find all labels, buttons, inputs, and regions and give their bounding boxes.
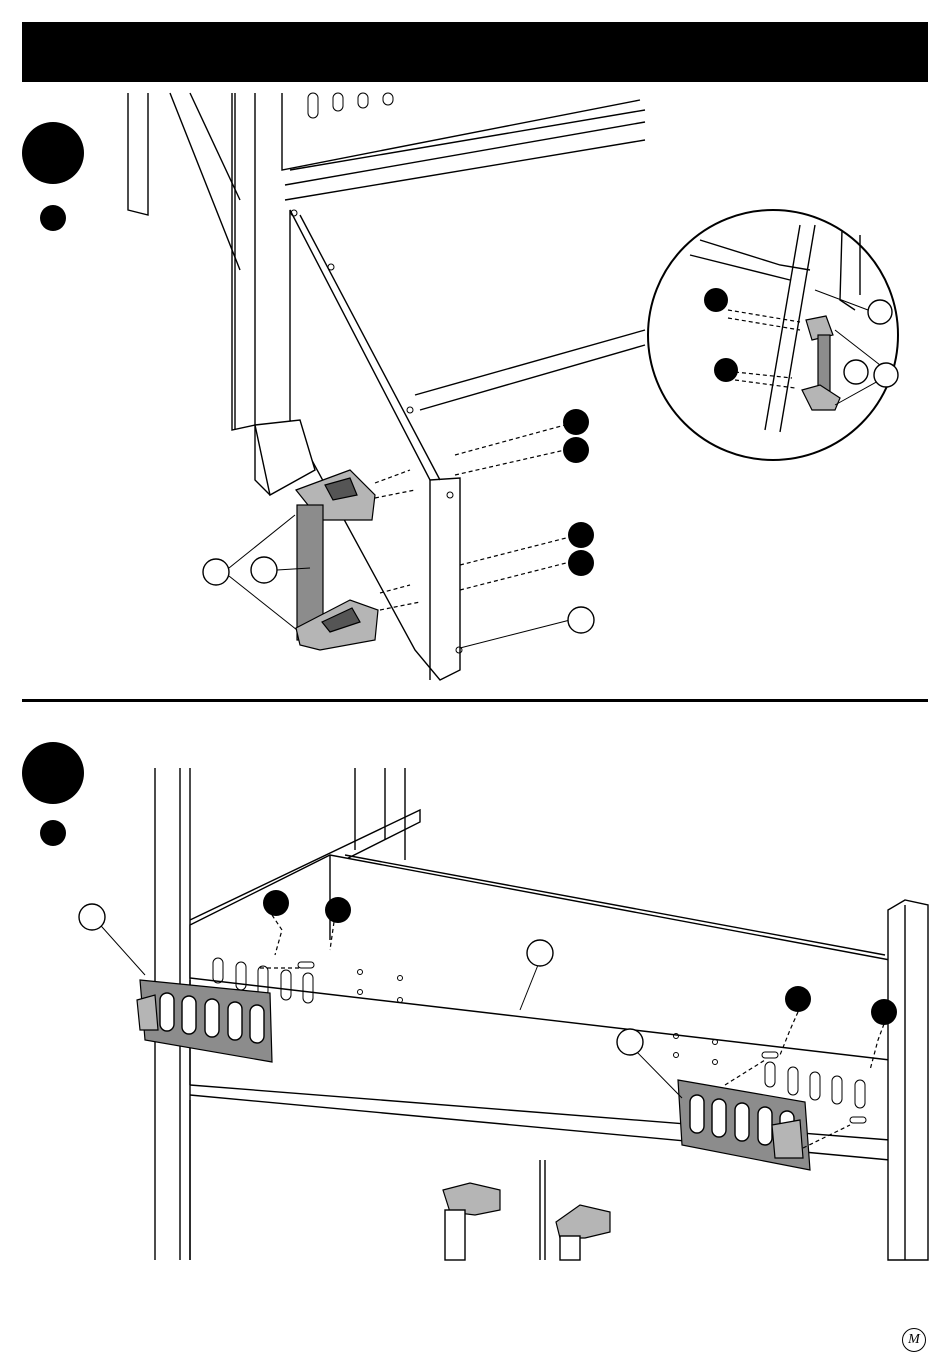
callout-screw-2: [563, 437, 589, 463]
callout-handle: [251, 557, 277, 583]
brand-logo-text: M: [908, 1332, 920, 1347]
callout-handle-mount: [203, 559, 229, 585]
detail-zoom-view: [648, 210, 898, 460]
callout-screw-b: [325, 897, 351, 923]
callout-panel-part: [568, 607, 594, 633]
detail-callout-screw-2: [714, 358, 738, 382]
callout-front-panel: [527, 940, 553, 966]
callout-left-vent: [79, 904, 105, 930]
callout-screw-3: [568, 522, 594, 548]
door-handle-right: [556, 1205, 610, 1238]
callout-right-vent: [617, 1029, 643, 1055]
detail-callout-handle-mount: [874, 363, 898, 387]
detail-callout-handle: [844, 360, 868, 384]
step-2-illustration: [79, 768, 928, 1260]
callout-screw-c: [785, 986, 811, 1012]
callout-screw-4: [568, 550, 594, 576]
callout-screw-d: [871, 999, 897, 1025]
detail-callout-screw-1: [704, 288, 728, 312]
step-1-illustration: [128, 93, 898, 680]
detail-callout-panel: [868, 300, 892, 324]
callout-screw-a: [263, 890, 289, 916]
brand-logo: M: [902, 1328, 926, 1352]
callout-screw-1: [563, 409, 589, 435]
